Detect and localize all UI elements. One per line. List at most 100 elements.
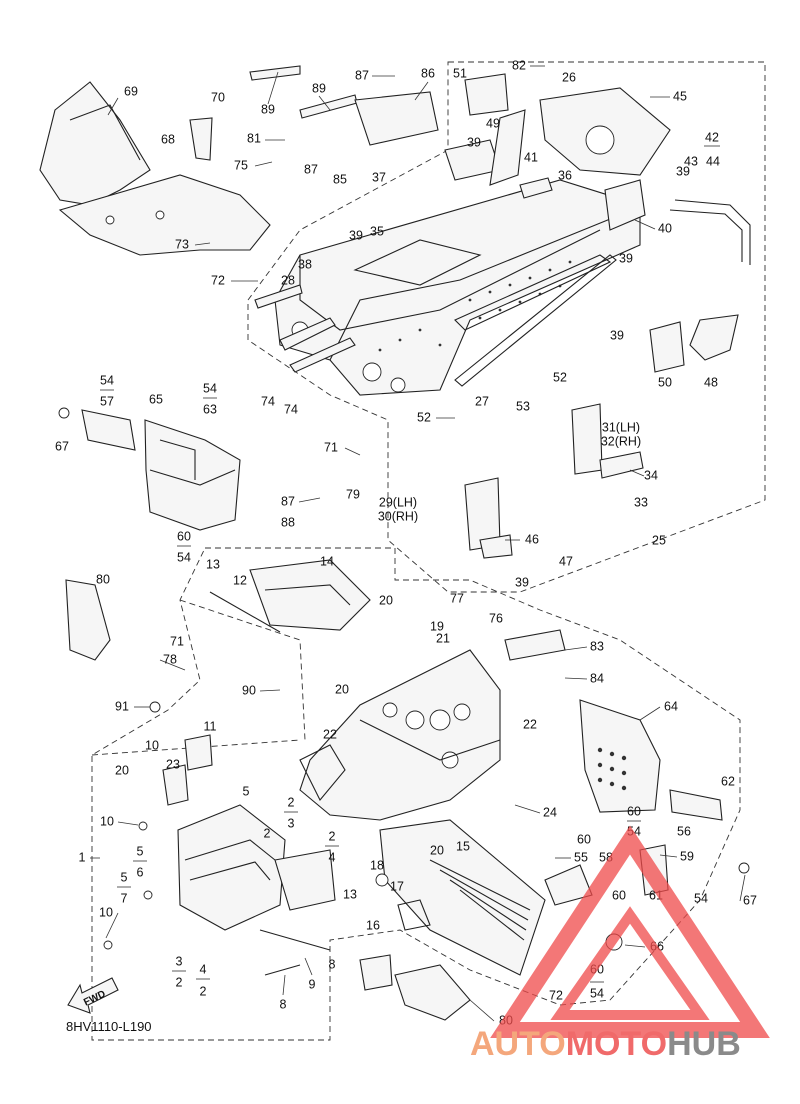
callout-59: 59 xyxy=(680,849,694,863)
callout-28: 28 xyxy=(281,273,295,287)
callout-24: 24 xyxy=(543,805,557,819)
callout-88: 88 xyxy=(281,515,295,529)
callout-32rh: 32(RH) xyxy=(601,434,641,448)
callout-87: 87 xyxy=(281,494,295,508)
callout-27: 27 xyxy=(475,394,489,408)
callout-43: 43 xyxy=(684,154,698,168)
callout-63: 63 xyxy=(203,402,217,416)
callout-52: 52 xyxy=(553,370,567,384)
callout-39: 39 xyxy=(467,135,481,149)
callout-18: 18 xyxy=(370,858,384,872)
callout-17: 17 xyxy=(390,879,404,893)
callout-76: 76 xyxy=(489,611,503,625)
callout-73: 73 xyxy=(175,237,189,251)
callout-54: 54 xyxy=(100,373,114,387)
callout-38: 38 xyxy=(298,257,312,271)
upper-small-parts xyxy=(39,65,751,559)
callout-67: 67 xyxy=(55,439,69,453)
callout-56: 56 xyxy=(677,824,691,838)
callout-87: 87 xyxy=(355,68,369,82)
callout-10: 10 xyxy=(100,814,114,828)
left-bracket-group xyxy=(58,407,241,531)
callout-35: 35 xyxy=(370,224,384,238)
callout-54: 54 xyxy=(590,986,604,1000)
callout-51: 51 xyxy=(453,66,467,80)
callout-2: 2 xyxy=(329,829,336,843)
callout-80: 80 xyxy=(96,572,110,586)
callout-40: 40 xyxy=(658,221,672,235)
callout-39: 39 xyxy=(349,228,363,242)
watermark-text-moto: MOTO xyxy=(566,1025,667,1063)
callout-3: 3 xyxy=(176,954,183,968)
callout-5: 5 xyxy=(137,844,144,858)
callout-84: 84 xyxy=(590,671,604,685)
callout-13: 13 xyxy=(206,557,220,571)
callout-68: 68 xyxy=(161,132,175,146)
callout-87: 87 xyxy=(304,162,318,176)
callout-10: 10 xyxy=(99,905,113,919)
callout-5: 5 xyxy=(121,870,128,884)
callout-71: 71 xyxy=(170,634,184,648)
callout-10: 10 xyxy=(145,738,159,752)
callout-15: 15 xyxy=(456,839,470,853)
callout-4: 4 xyxy=(200,962,207,976)
callout-77: 77 xyxy=(450,591,464,605)
callout-55: 55 xyxy=(574,850,588,864)
callout-44: 44 xyxy=(706,154,720,168)
callout-86: 86 xyxy=(421,66,435,80)
callout-37: 37 xyxy=(372,170,386,184)
callout-12: 12 xyxy=(233,573,247,587)
callout-30rh: 30(RH) xyxy=(378,509,418,523)
callout-33: 33 xyxy=(634,495,648,509)
callout-2: 2 xyxy=(200,984,207,998)
callout-71: 71 xyxy=(324,440,338,454)
callout-8: 8 xyxy=(329,957,336,971)
callout-65: 65 xyxy=(149,392,163,406)
callout-62: 62 xyxy=(721,774,735,788)
watermark-text-auto: AUTO xyxy=(470,1025,566,1063)
callout-85: 85 xyxy=(333,172,347,186)
callout-25: 25 xyxy=(652,533,666,547)
leader-lines xyxy=(90,65,746,1022)
callout-54: 54 xyxy=(694,891,708,905)
callout-39: 39 xyxy=(619,251,633,265)
callout-20: 20 xyxy=(115,763,129,777)
lower-frame-assembly xyxy=(209,559,750,976)
callout-13: 13 xyxy=(343,887,357,901)
callout-60: 60 xyxy=(627,804,641,818)
callout-34: 34 xyxy=(644,468,658,482)
callout-60: 60 xyxy=(577,832,591,846)
callout-39: 39 xyxy=(610,328,624,342)
callout-7: 7 xyxy=(121,891,128,905)
callout-19: 19 xyxy=(430,619,444,633)
callout-79: 79 xyxy=(346,487,360,501)
callout-67: 67 xyxy=(743,893,757,907)
callout-2: 2 xyxy=(288,795,295,809)
callout-90: 90 xyxy=(242,683,256,697)
callout-2: 2 xyxy=(176,975,183,989)
callout-82: 82 xyxy=(512,58,526,72)
callout-2: 2 xyxy=(264,826,271,840)
callout-22: 22 xyxy=(523,717,537,731)
callout-72: 72 xyxy=(211,273,225,287)
callout-57: 57 xyxy=(100,394,114,408)
callout-48: 48 xyxy=(704,375,718,389)
callout-75: 75 xyxy=(234,158,248,172)
callout-78: 78 xyxy=(163,652,177,666)
forward-direction-arrow: FWD xyxy=(67,977,119,1014)
callout-42: 42 xyxy=(705,130,719,144)
callout-39: 39 xyxy=(515,575,529,589)
callout-81: 81 xyxy=(247,131,261,145)
upper-frame-tunnel xyxy=(274,179,641,396)
callout-16: 16 xyxy=(366,918,380,932)
callout-9: 9 xyxy=(309,977,316,991)
callout-5: 5 xyxy=(243,784,250,798)
callout-54: 54 xyxy=(177,550,191,564)
watermark-text: AUTOMOTOHUB xyxy=(470,1025,741,1063)
callout-74: 74 xyxy=(261,394,275,408)
callout-46: 46 xyxy=(525,532,539,546)
callout-49: 49 xyxy=(486,116,500,130)
callout-70: 70 xyxy=(211,90,225,104)
